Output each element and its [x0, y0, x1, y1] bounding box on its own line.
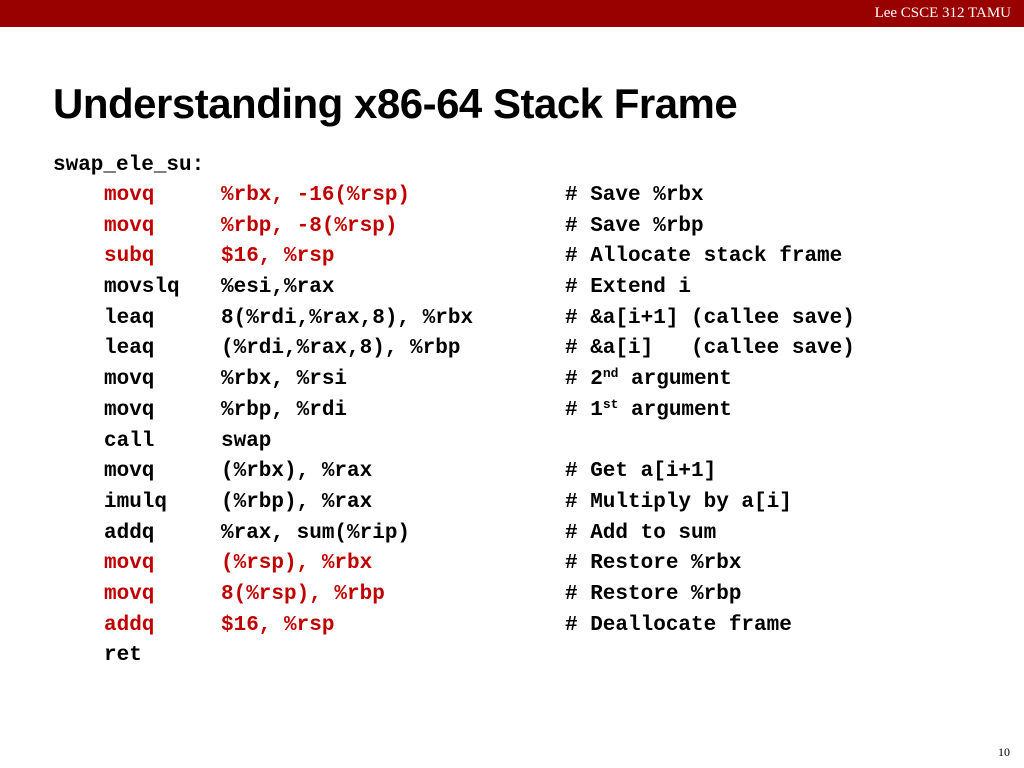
code-line: call swap: [53, 427, 271, 458]
instruction-opcode: movq: [104, 184, 155, 207]
comment-text: # &a[i+1] (callee save): [565, 306, 855, 330]
comment-text: # Deallocate frame: [565, 613, 792, 637]
instruction-opcode: leaq: [104, 337, 155, 361]
comment-text: # Allocate stack frame: [565, 245, 843, 269]
comment-text: # &a[i] (callee save): [565, 337, 855, 361]
instruction-comment: # &a[i] (callee save): [565, 334, 855, 365]
instruction-operands: $16, %rsp: [221, 245, 335, 269]
instruction-operands: %rbx, %rsi: [221, 368, 348, 392]
instruction-comment: # Get a[i+1]: [565, 457, 716, 488]
comment-text: # Extend i: [565, 276, 692, 300]
code-line: leaq (%rdi,%rax,8), %rbp # &a[i] (callee s…: [53, 334, 855, 365]
code-line: ret: [53, 641, 204, 672]
instruction-opcode: movslq: [104, 276, 180, 300]
instruction-opcode: addq: [104, 521, 155, 545]
instruction-operands: 8(%rsp), %rbp: [221, 582, 385, 606]
instruction-comment: # Allocate stack frame: [565, 242, 842, 273]
comment-text: # 1: [565, 398, 603, 422]
instruction-operands: %rbp, -8(%rsp): [221, 214, 398, 238]
code-line: movq %rbx, -16(%rsp) # Save %rbx: [53, 181, 704, 212]
comment-text-after: argument: [618, 368, 732, 392]
code-line: movq %rbp, %rdi # 1st argument: [53, 396, 732, 427]
instruction-comment: # Save %rbx: [565, 181, 704, 212]
instruction-operands: (%rsp), %rbx: [221, 552, 373, 576]
instruction-comment: # 1st argument: [565, 396, 732, 427]
instruction-operands: $16, %rsp: [221, 613, 335, 637]
comment-text: # Save %rbp: [565, 214, 704, 238]
instruction-comment: # Add to sum: [565, 519, 716, 550]
page-number: 10: [998, 745, 1010, 759]
instruction-operands: (%rbp), %rax: [221, 490, 373, 514]
instruction-comment: # Multiply by a[i]: [565, 488, 792, 519]
instruction-operands: 8(%rdi,%rax,8), %rbx: [221, 306, 474, 330]
instruction-opcode: leaq: [104, 306, 155, 330]
instruction-opcode: call: [104, 429, 155, 453]
code-line: addq $16, %rsp # Deallocate frame: [53, 611, 792, 642]
comment-text-after: argument: [618, 398, 732, 422]
code-line: imulq (%rbp), %rax # Multiply by a[i]: [53, 488, 792, 519]
code-line: leaq 8(%rdi,%rax,8), %rbx # &a[i+1] (calle…: [53, 304, 855, 335]
instruction-comment: # Extend i: [565, 273, 691, 304]
instruction-list: movq %rbx, -16(%rsp) # Save %rbx movq %rbp, …: [53, 181, 855, 672]
instruction-opcode: movq: [104, 460, 155, 484]
instruction-operands: (%rbx), %rax: [221, 460, 373, 484]
instruction-opcode: ret: [104, 644, 142, 668]
comment-text: # Save %rbx: [565, 184, 704, 207]
function-label: swap_ele_su:: [53, 154, 205, 177]
instruction-opcode: addq: [104, 613, 155, 637]
comment-text: # Restore %rbx: [565, 552, 742, 576]
instruction-comment: # Restore %rbp: [565, 580, 741, 611]
ordinal-suffix: nd: [602, 365, 619, 381]
comment-text: # Restore %rbp: [565, 582, 742, 606]
instruction-operands: %rax, sum(%rip): [221, 521, 411, 545]
instruction-operands: %esi,%rax: [221, 276, 335, 300]
comment-text: # Get a[i+1]: [565, 460, 717, 484]
instruction-operands: (%rdi,%rax,8), %rbp: [221, 337, 461, 361]
code-line: movq %rbx, %rsi # 2nd argument: [53, 365, 732, 396]
code-line: subq $16, %rsp # Allocate stack frame: [53, 242, 842, 273]
code-line: movq %rbp, -8(%rsp) # Save %rbp: [53, 212, 704, 243]
instruction-opcode: movq: [104, 552, 155, 576]
instruction-comment: # &a[i+1] (callee save): [565, 304, 855, 335]
instruction-opcode: imulq: [104, 490, 168, 514]
instruction-comment: # Save %rbp: [565, 212, 704, 243]
instruction-opcode: movq: [104, 368, 155, 392]
course-tag: Lee CSCE 312 TAMU: [874, 5, 1011, 21]
instruction-operands: swap: [221, 429, 272, 453]
instruction-operands: %rbx, -16(%rsp): [221, 184, 411, 207]
instruction-comment: # Deallocate frame: [565, 611, 792, 642]
comment-text: # 2: [565, 368, 603, 392]
code-listing: swap_ele_su: movq %rbx, -16(%rsp) # Save %…: [53, 150, 855, 672]
instruction-comment: # 2nd argument: [565, 365, 732, 396]
instruction-opcode: subq: [104, 245, 155, 269]
code-line: movq (%rsp), %rbx # Restore %rbx: [53, 549, 741, 580]
code-line: addq %rax, sum(%rip) # Add to sum: [53, 519, 716, 550]
code-line: movslq %esi,%rax # Extend i: [53, 273, 691, 304]
comment-text: # Add to sum: [565, 521, 717, 545]
header-bar: Lee CSCE 312 TAMU: [0, 0, 1024, 27]
instruction-operands: %rbp, %rdi: [221, 398, 348, 422]
instruction-opcode: movq: [104, 582, 155, 606]
code-line: movq 8(%rsp), %rbp # Restore %rbp: [53, 580, 741, 611]
code-line: movq (%rbx), %rax # Get a[i+1]: [53, 457, 716, 488]
instruction-comment: # Restore %rbx: [565, 549, 741, 580]
ordinal-suffix: st: [602, 396, 619, 412]
instruction-opcode: movq: [104, 398, 155, 422]
slide-title: Understanding x86-64 Stack Frame: [53, 80, 738, 127]
instruction-opcode: movq: [104, 214, 155, 238]
comment-text: # Multiply by a[i]: [565, 490, 792, 514]
